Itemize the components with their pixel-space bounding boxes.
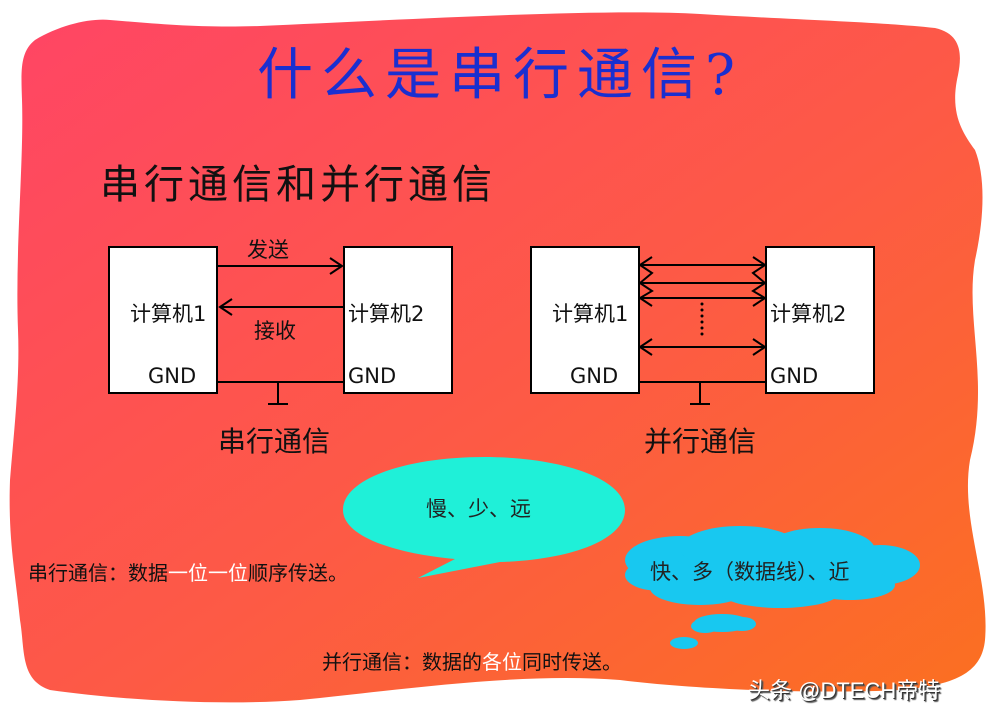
serial-computer2-box bbox=[343, 246, 453, 394]
parallel-gnd2-label: GND bbox=[770, 364, 819, 388]
parallel-note-suffix: 同时传送。 bbox=[522, 650, 622, 674]
page-title: 什么是串行通信? bbox=[256, 43, 744, 108]
serial-note-suffix: 顺序传送。 bbox=[248, 561, 348, 585]
serial-note-prefix: 串行通信：数据 bbox=[28, 561, 168, 585]
thought-cloud-text: 快、多（数据线）、近 bbox=[650, 560, 850, 584]
parallel-caption: 并行通信 bbox=[644, 425, 757, 458]
serial-gnd2-label: GND bbox=[348, 364, 397, 388]
watermark: 头条 @DTECH帝特 bbox=[748, 678, 941, 703]
parallel-note-highlight: 各位 bbox=[482, 650, 522, 674]
parallel-note-prefix: 并行通信：数据的 bbox=[322, 650, 482, 674]
parallel-computer2-box bbox=[765, 246, 875, 394]
serial-computer1-box bbox=[108, 246, 218, 394]
serial-caption: 串行通信 bbox=[218, 425, 331, 458]
serial-computer1-label: 计算机1 bbox=[130, 302, 207, 326]
parallel-computer1-label: 计算机1 bbox=[552, 302, 629, 326]
parallel-gnd1-label: GND bbox=[570, 364, 619, 388]
serial-note: 串行通信：数据一位一位顺序传送。 bbox=[28, 557, 348, 586]
serial-gnd1-label: GND bbox=[148, 364, 197, 388]
serial-computer2-label: 计算机2 bbox=[348, 302, 425, 326]
parallel-computer1-box bbox=[530, 246, 640, 394]
serial-note-highlight: 一位一位 bbox=[168, 561, 248, 585]
speech-bubble-shape bbox=[343, 457, 625, 578]
parallel-computer2-label: 计算机2 bbox=[770, 302, 847, 326]
thought-cloud-shape bbox=[625, 526, 920, 649]
send-label: 发送 bbox=[247, 238, 289, 262]
section-subtitle: 串行通信和并行通信 bbox=[100, 162, 496, 208]
parallel-note: 并行通信：数据的各位同时传送。 bbox=[322, 646, 622, 675]
speech-bubble-text: 慢、少、远 bbox=[426, 497, 531, 521]
receive-label: 接收 bbox=[254, 319, 296, 343]
